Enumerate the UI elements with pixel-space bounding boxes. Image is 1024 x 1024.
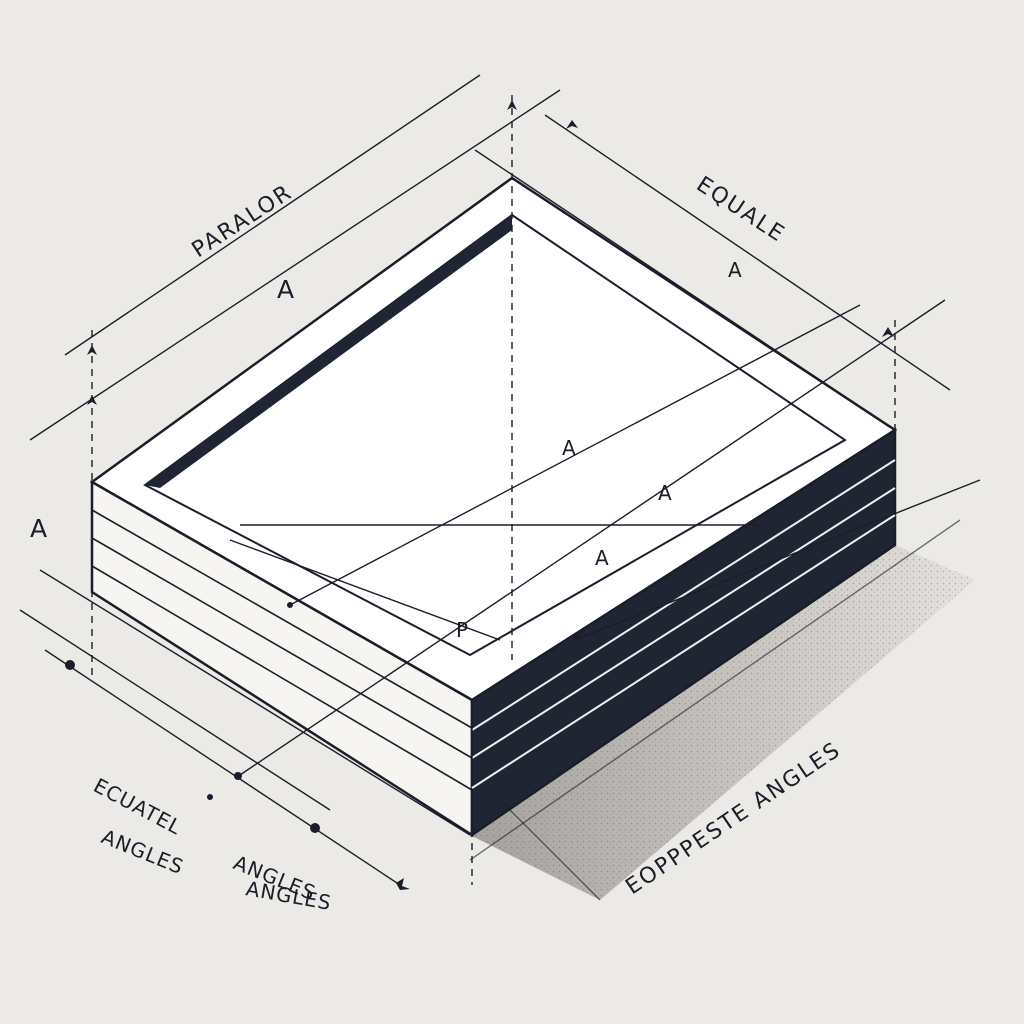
dashed-verticals xyxy=(91,95,896,885)
guide-lines xyxy=(19,74,981,901)
arrow-markers xyxy=(65,100,894,890)
front-left-wall-lines xyxy=(91,509,473,791)
rim-inner-left xyxy=(145,215,512,488)
parallel-label: PARALOR xyxy=(188,180,298,263)
left-vertex-label: A xyxy=(30,514,47,543)
equal-mark: A xyxy=(728,258,743,282)
front-right-wall xyxy=(470,427,897,838)
ground-stipple xyxy=(470,545,975,900)
inner-label-a2: A xyxy=(658,481,673,505)
inner-label-a3: A xyxy=(595,546,610,570)
inner-label-a1: A xyxy=(562,436,577,460)
parallel-mark: A xyxy=(277,275,294,304)
equal-label: EQUALE xyxy=(692,172,790,248)
inner-label-p: P xyxy=(456,618,469,642)
front-right-wall-lines xyxy=(471,459,896,789)
